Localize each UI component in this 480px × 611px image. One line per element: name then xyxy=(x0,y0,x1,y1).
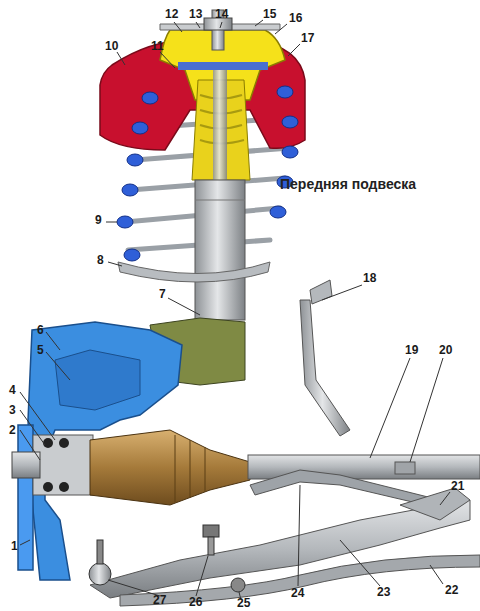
callout-number: 24 xyxy=(290,587,305,599)
callout-number: 15 xyxy=(262,8,277,20)
callout-number: 12 xyxy=(164,8,179,20)
callout-number: 4 xyxy=(8,384,17,396)
callout-number: 20 xyxy=(438,344,453,356)
callout-number: 8 xyxy=(96,254,105,266)
diagram-title: Передняя подвеска xyxy=(280,176,416,192)
callout-number: 1 xyxy=(10,540,19,552)
callout-number: 13 xyxy=(188,8,203,20)
callout-number: 23 xyxy=(376,586,391,598)
callout-number: 14 xyxy=(214,8,229,20)
callout-number: 25 xyxy=(236,597,251,609)
callout-number: 7 xyxy=(158,288,167,300)
callout-number: 9 xyxy=(94,214,103,226)
callout-number: 10 xyxy=(104,40,119,52)
callout-number: 18 xyxy=(362,272,377,284)
callout-number: 19 xyxy=(404,344,419,356)
callout-number: 11 xyxy=(150,40,165,52)
callout-number: 27 xyxy=(152,594,167,606)
callout-number: 6 xyxy=(36,324,45,336)
callout-number: 22 xyxy=(444,584,459,596)
callout-number: 2 xyxy=(8,424,17,436)
callout-number: 21 xyxy=(450,480,465,492)
callout-number: 5 xyxy=(36,344,45,356)
callout-number: 16 xyxy=(288,12,303,24)
callout-number: 26 xyxy=(188,596,203,608)
callout-number: 3 xyxy=(8,404,17,416)
callout-number: 17 xyxy=(300,32,315,44)
